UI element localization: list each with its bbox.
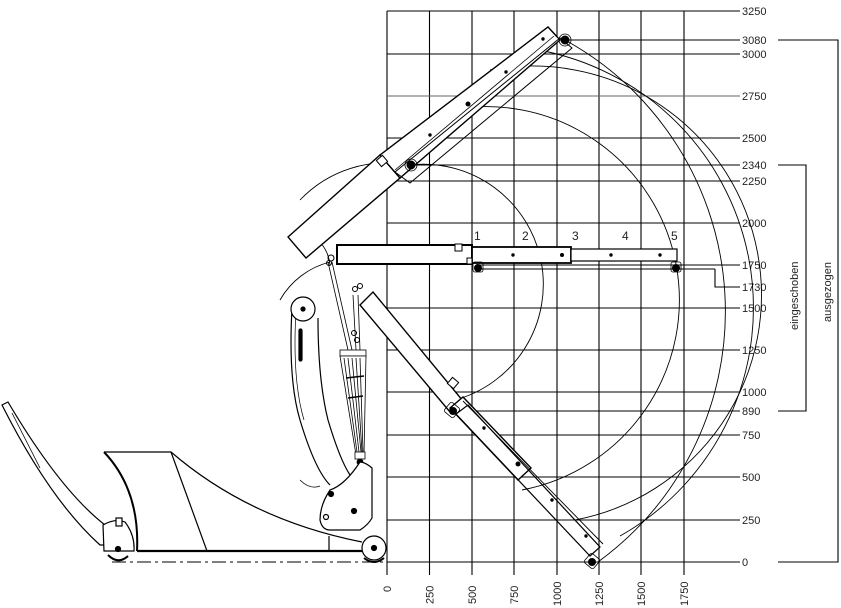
- reach-arc-5: [564, 39, 726, 563]
- x-label-750: 750: [509, 586, 521, 604]
- marker-3: 3: [572, 229, 579, 243]
- marker-4: 4: [622, 229, 629, 243]
- boom-position-markers: 1 2 3 4 5: [474, 229, 678, 243]
- label-ausgezogen: ausgezogen: [822, 262, 834, 322]
- crane-mast: [290, 296, 351, 488]
- crane-base: [1, 401, 387, 563]
- y-label-250: 250: [742, 515, 760, 527]
- x-label-250: 250: [425, 586, 437, 604]
- hydraulic-cylinder: [326, 254, 367, 466]
- y-label-1000: 1000: [742, 387, 766, 399]
- marker-2: 2: [522, 229, 529, 243]
- y-label-3250: 3250: [742, 6, 766, 18]
- y-label-2750: 2750: [742, 91, 766, 103]
- x-label-1250: 1250: [594, 582, 606, 606]
- y-label-2000: 2000: [742, 218, 766, 230]
- bracket-extended: [778, 39, 839, 563]
- label-eingeschoben: eingeschoben: [789, 261, 801, 330]
- grid: [386, 10, 740, 575]
- y-label-1750: 1750: [742, 260, 766, 272]
- lower-boom: [359, 290, 604, 570]
- x-label-1500: 1500: [636, 582, 648, 606]
- x-axis-labels: 0 250 500 750 1000 1250 1500 1750: [382, 582, 691, 606]
- y-label-500: 500: [742, 472, 760, 484]
- reach-arc-4: [525, 47, 754, 537]
- x-label-500: 500: [467, 586, 479, 604]
- brackets: [778, 39, 839, 563]
- x-label-0: 0: [382, 586, 394, 592]
- marker-5: 5: [671, 229, 678, 243]
- marker-1: 1: [474, 229, 481, 243]
- y-label-2250: 2250: [742, 176, 766, 188]
- reach-arc-3: [489, 65, 762, 521]
- x-label-1750: 1750: [679, 582, 691, 606]
- y-label-3000: 3000: [742, 49, 766, 61]
- y-label-3080: 3080: [742, 35, 766, 47]
- upper-boom: [287, 26, 573, 259]
- y-label-0: 0: [742, 557, 748, 569]
- y-label-2340: 2340: [742, 160, 766, 172]
- y-label-1500: 1500: [742, 303, 766, 315]
- x-label-1000: 1000: [552, 582, 564, 606]
- y-label-1730: 1730: [742, 282, 766, 294]
- horizontal-boom: [336, 243, 682, 273]
- y-axis-labels: 3250 3080 3000 2750 2500 2340 2250 2000 …: [742, 6, 766, 569]
- y-label-2500: 2500: [742, 133, 766, 145]
- y-label-750: 750: [742, 430, 760, 442]
- y-label-890: 890: [742, 406, 760, 418]
- bracket-retracted: [778, 164, 807, 412]
